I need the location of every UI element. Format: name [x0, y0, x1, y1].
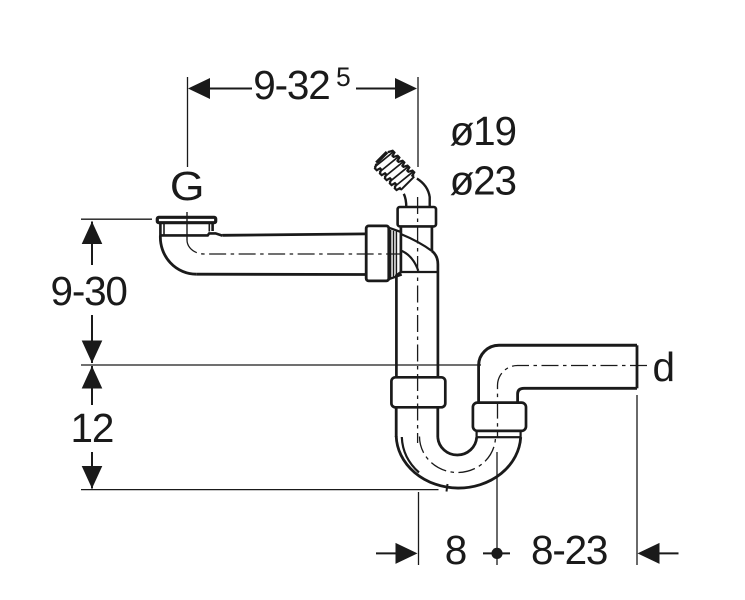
svg-text:8: 8 — [445, 527, 466, 573]
svg-text:9-30: 9-30 — [51, 268, 127, 314]
svg-text:5: 5 — [336, 62, 350, 92]
svg-text:d: d — [653, 344, 674, 390]
svg-text:G: G — [170, 164, 203, 210]
svg-text:9-32: 9-32 — [253, 62, 329, 108]
svg-text:ø19: ø19 — [450, 108, 516, 154]
svg-text:8-23: 8-23 — [531, 527, 607, 573]
svg-text:12: 12 — [71, 405, 114, 451]
svg-text:ø23: ø23 — [450, 158, 516, 204]
